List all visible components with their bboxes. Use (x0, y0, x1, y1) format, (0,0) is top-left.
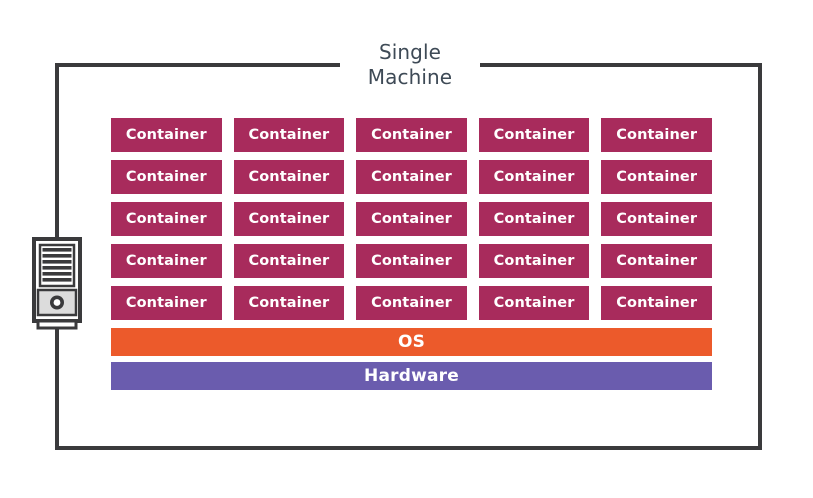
container-box[interactable]: Container (601, 118, 712, 152)
container-box[interactable]: Container (601, 286, 712, 320)
container-box[interactable]: Container (356, 244, 467, 278)
container-box[interactable]: Container (478, 202, 590, 236)
container-box[interactable]: Container (111, 286, 222, 320)
machine-title: Single Machine (367, 40, 453, 89)
os-layer-bar[interactable]: OS (111, 328, 712, 356)
container-box[interactable]: Container (111, 202, 222, 236)
container-box[interactable]: Container (601, 160, 712, 194)
container-box[interactable]: Container (233, 160, 345, 194)
container-box[interactable]: Container (356, 160, 467, 194)
container-box[interactable]: Container (233, 118, 345, 152)
container-box[interactable]: Container (111, 160, 222, 194)
container-box[interactable]: Container (356, 286, 467, 320)
frame-top-left-edge (55, 63, 340, 67)
container-box[interactable]: Container (478, 160, 590, 194)
container-box[interactable]: Container (233, 244, 345, 278)
server-tower-icon (28, 228, 86, 330)
container-box[interactable]: Container (233, 286, 345, 320)
frame-right-edge (758, 63, 762, 450)
hardware-layer-bar[interactable]: Hardware (111, 362, 712, 390)
container-box[interactable]: Container (356, 202, 467, 236)
container-box[interactable]: Container (233, 202, 345, 236)
container-box[interactable]: Container (111, 118, 222, 152)
container-box[interactable]: Container (601, 202, 712, 236)
container-box[interactable]: Container (478, 118, 590, 152)
container-box[interactable]: Container (601, 244, 712, 278)
container-box[interactable]: Container (111, 244, 222, 278)
frame-bottom-edge (55, 446, 762, 450)
container-box[interactable]: Container (478, 286, 590, 320)
container-box[interactable]: Container (478, 244, 590, 278)
frame-top-right-edge (480, 63, 762, 67)
machine-stack: Container Container Container Container … (111, 118, 712, 390)
container-box[interactable]: Container (356, 118, 467, 152)
container-grid: Container Container Container Container … (111, 118, 712, 320)
